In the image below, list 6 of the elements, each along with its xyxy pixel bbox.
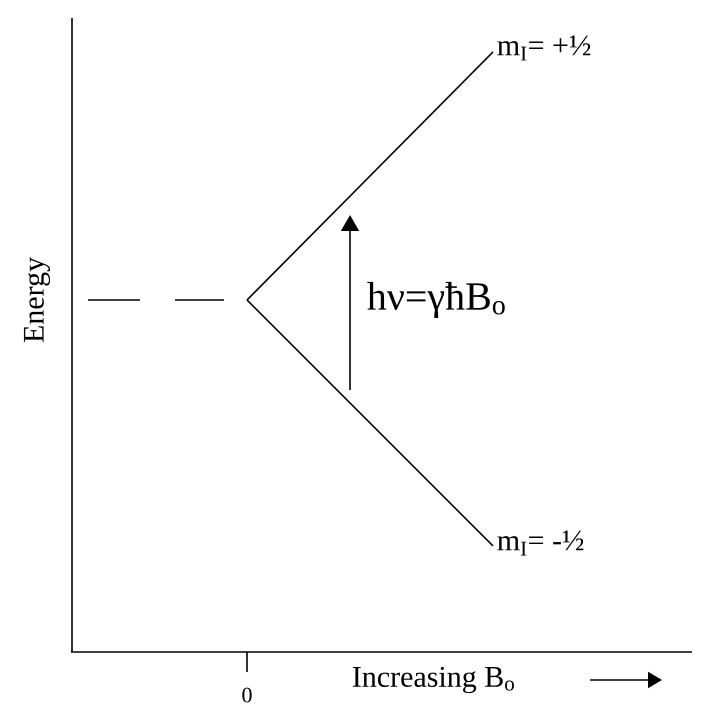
tick-label: 0 <box>242 688 252 702</box>
level-label: m$_{I}$= +½ <box>497 36 590 60</box>
level-label: m$_{I}$= -½ <box>497 530 584 556</box>
axis-title: Increasing B$_{o}$ <box>352 666 514 694</box>
axis-title: Energy <box>24 257 50 342</box>
transition-label: hν=γħB$_{o}$ <box>367 282 505 318</box>
